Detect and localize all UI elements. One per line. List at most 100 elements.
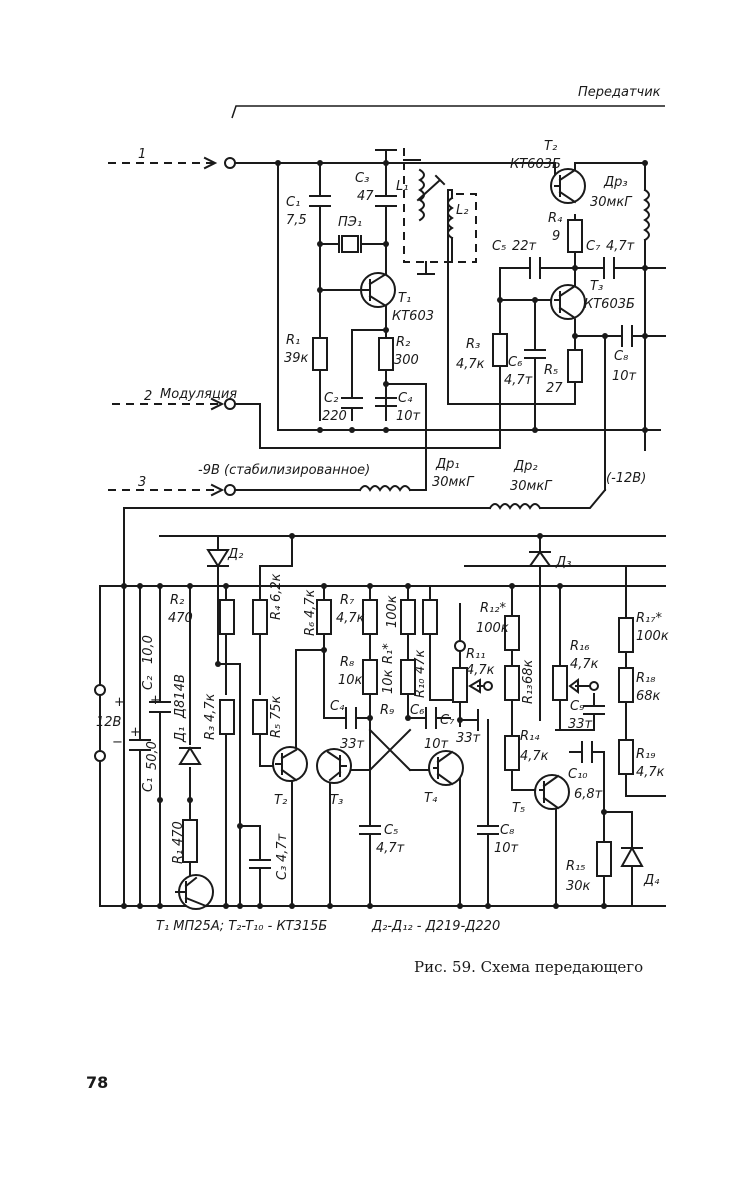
svg-text:R₁₈: R₁₈ [636,671,655,686]
svg-text:75к: 75к [269,695,284,720]
svg-text:R₁₀: R₁₀ [413,678,428,698]
svg-text:R₄: R₄ [548,211,563,226]
svg-text:30к: 30к [566,879,591,894]
svg-text:C₆: C₆ [508,355,522,370]
svg-text:+: + [114,695,125,710]
svg-text:4,7т: 4,7т [376,841,405,856]
svg-text:R₅: R₅ [544,363,558,378]
svg-text:Д₂: Д₂ [227,547,243,562]
svg-text:C₃: C₃ [275,866,290,880]
svg-text:C₈: C₈ [500,823,514,838]
svg-text:3: 3 [138,475,146,490]
svg-text:R₁₁: R₁₁ [466,647,485,662]
svg-text:R₁: R₁ [286,333,300,348]
svg-text:КТ603Б: КТ603Б [584,297,635,312]
section-label: Передатчик [578,85,661,100]
svg-text:+: + [130,725,141,740]
svg-text:КТ603: КТ603 [392,309,434,324]
svg-text:T₁: T₁ [398,291,411,306]
rf-wiring [108,148,666,591]
svg-text:4,7к: 4,7к [303,589,318,618]
svg-text:47: 47 [357,189,374,204]
svg-text:R₁₂*: R₁₂* [480,601,506,616]
svg-text:T₂: T₂ [544,139,557,154]
svg-text:R₅: R₅ [269,724,284,738]
svg-text:R₁₉: R₁₉ [636,747,655,762]
svg-text:30мкГ: 30мкГ [590,195,633,210]
svg-text:R₃: R₃ [466,337,480,352]
svg-text:6,8т: 6,8т [574,787,603,802]
svg-text:1: 1 [138,147,146,162]
svg-text:R₁: R₁ [171,850,186,864]
svg-text:9: 9 [552,229,560,244]
lf-wiring [94,535,666,907]
svg-text:R₁₄: R₁₄ [520,729,540,744]
lf-junctions [121,533,607,909]
svg-text:10т: 10т [424,737,449,752]
svg-text:C₄: C₄ [398,391,413,406]
svg-text:4,7к: 4,7к [636,765,665,780]
svg-text:100к: 100к [385,595,400,628]
svg-text:33т: 33т [568,717,593,732]
svg-text:10,0: 10,0 [141,635,156,664]
svg-text:C₁₀: C₁₀ [568,767,588,782]
svg-text:68к: 68к [521,659,536,684]
svg-text:100к: 100к [476,621,509,636]
page-number: 78 [86,1073,108,1092]
svg-text:4,7к: 4,7к [520,749,549,764]
svg-text:4,7т: 4,7т [504,373,533,388]
svg-text:Д₁: Д₁ [173,727,188,743]
svg-text:R₇: R₇ [340,593,355,608]
transistor-note: T₁ МП25А; T₂-T₁₀ - КТ315Б [156,919,327,934]
lf-diodes [178,549,644,867]
lf-transistors [175,746,570,910]
svg-text:R₁₅: R₁₅ [566,859,585,874]
svg-text:R₃: R₃ [203,726,218,740]
svg-text:C₆: C₆ [410,703,424,718]
svg-text:T₅: T₅ [512,801,525,816]
section-bracket [231,105,665,119]
svg-text:T₃: T₃ [330,793,343,808]
svg-text:Д814В: Д814В [173,674,188,719]
svg-text:C₄: C₄ [330,699,345,714]
svg-text:33т: 33т [340,737,365,752]
svg-text:Модуляция: Модуляция [160,387,237,402]
svg-text:T₂: T₂ [274,793,287,808]
lf-labels: Д₂ Д₃ Д₄ 12В + − C₁ 50,0 + C₂ 10,0 + Д₁ … [96,547,669,894]
svg-text:470: 470 [171,821,186,846]
svg-text:L₂: L₂ [456,203,468,218]
svg-text:4,7к: 4,7к [570,657,599,672]
rf-junctions [275,160,648,433]
svg-text:4,7к: 4,7к [456,357,485,372]
svg-text:2: 2 [144,389,152,404]
svg-text:50,0: 50,0 [145,741,160,770]
svg-text:4,7к: 4,7к [336,611,365,626]
svg-text:C₁: C₁ [141,778,156,792]
svg-text:4,7к: 4,7к [203,693,218,722]
svg-text:R₉: R₉ [380,703,394,718]
svg-text:22т: 22т [512,239,537,254]
rf-labels: 1 2 Модуляция 3 -9В (стабилизированное) … [138,139,646,494]
svg-text:4,7т: 4,7т [275,833,290,862]
svg-text:+: + [150,693,161,708]
svg-text:C₉: C₉ [570,699,584,714]
svg-text:10т: 10т [494,841,519,856]
svg-text:Др₂: Др₂ [513,459,538,474]
svg-text:7,5: 7,5 [286,213,307,228]
svg-text:100к: 100к [636,629,669,644]
rf-transistor-T1 [360,272,396,308]
svg-text:-9В (стабилизированное): -9В (стабилизированное) [198,463,370,478]
svg-text:Др₁: Др₁ [435,457,460,472]
svg-text:30мкГ: 30мкГ [432,475,475,490]
svg-text:R₁₆: R₁₆ [570,639,589,654]
svg-text:C₅: C₅ [492,239,506,254]
svg-text:R₈: R₈ [340,655,354,670]
svg-text:39к: 39к [284,351,309,366]
svg-text:C₇: C₇ [586,239,601,254]
svg-text:R₄: R₄ [269,605,284,620]
rf-transistor-T3 [550,284,586,320]
svg-text:30мкГ: 30мкГ [510,479,553,494]
svg-text:C₈: C₈ [614,349,628,364]
